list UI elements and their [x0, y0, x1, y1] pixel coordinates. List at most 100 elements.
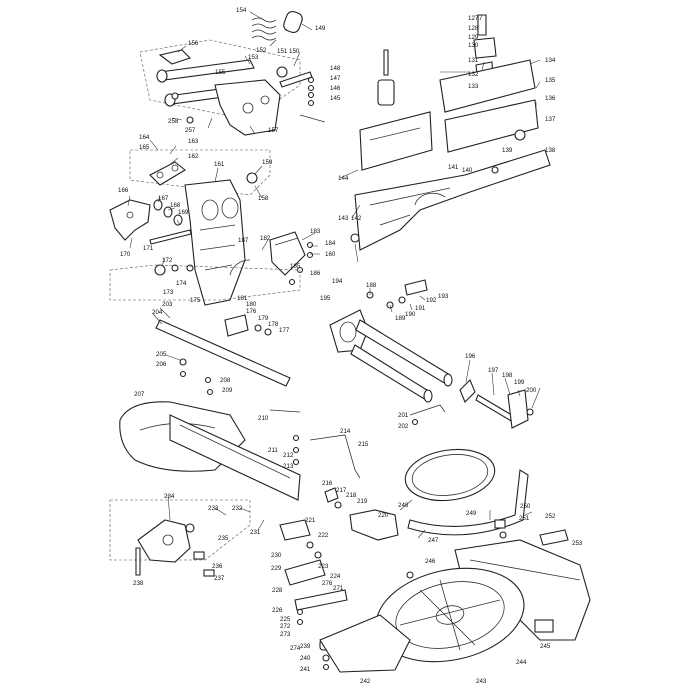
clamp-knob [473, 37, 497, 59]
callout-207: 207 [134, 391, 145, 398]
callout-216: 216 [322, 480, 333, 487]
callout-246: 246 [425, 558, 436, 565]
callout-203: 203 [162, 301, 173, 308]
callout-139: 139 [502, 147, 513, 154]
callout-193: 193 [438, 293, 449, 300]
callout-185: 185 [290, 263, 301, 270]
callout-157: 157 [268, 127, 279, 134]
callout-168: 168 [170, 202, 181, 209]
callout-214: 214 [340, 428, 351, 435]
callout-197: 197 [488, 367, 499, 374]
callout-250: 250 [520, 503, 531, 510]
base-assembly [319, 448, 591, 673]
lock-knob [349, 509, 399, 541]
callout-226: 226 [272, 607, 283, 614]
callout-251: 251 [519, 515, 530, 522]
callout-242: 242 [360, 678, 371, 685]
callout-169: 169 [178, 209, 189, 216]
callout-223: 223 [318, 563, 329, 570]
lock-bracket [137, 519, 191, 563]
slide-rail-assembly [129, 11, 326, 196]
callout-196: 196 [465, 353, 476, 360]
callout-209: 209 [222, 387, 233, 394]
callout-273: 273 [280, 631, 291, 638]
callout-222: 222 [318, 532, 329, 539]
fence-guide [444, 99, 539, 153]
handle-bracket [109, 199, 151, 241]
callout-162: 162 [188, 153, 199, 160]
callout-144: 144 [338, 175, 349, 182]
base-arm [319, 614, 411, 673]
callout-240: 240 [300, 655, 311, 662]
callout-239: 239 [300, 643, 311, 650]
callout-271: 271 [333, 585, 344, 592]
callout-150: 150 [289, 48, 300, 55]
callout-166: 166 [118, 187, 129, 194]
callout-208: 208 [220, 377, 231, 384]
callout-191: 191 [415, 305, 426, 312]
callout-188: 188 [366, 282, 377, 289]
callout-194: 194 [332, 278, 343, 285]
callout-155: 155 [215, 69, 226, 76]
slide-shaft-assembly [329, 279, 534, 429]
kerf-board [407, 469, 529, 536]
arm-assembly [109, 161, 314, 337]
callout-128: 128 [468, 25, 479, 32]
callout-137: 137 [545, 116, 556, 123]
callout-221: 221 [305, 517, 316, 524]
callout-182: 182 [260, 235, 271, 242]
callout-130: 130 [468, 42, 479, 49]
callout-174: 174 [176, 280, 187, 287]
callout-177: 177 [279, 327, 290, 334]
callout-244: 244 [516, 659, 527, 666]
callout-215: 215 [358, 441, 369, 448]
gear-case [184, 179, 246, 306]
shaft-1 [355, 319, 451, 385]
callout-153: 153 [248, 54, 259, 61]
callout-230: 230 [271, 552, 282, 559]
callout-134: 134 [545, 57, 556, 64]
callout-213: 213 [283, 463, 294, 470]
callout-200: 200 [526, 387, 537, 394]
callout-173: 173 [163, 289, 174, 296]
callout-229: 229 [271, 565, 282, 572]
plate [149, 161, 186, 186]
callout-225: 225 [280, 616, 291, 623]
callout-160: 160 [325, 251, 336, 258]
callout-252: 252 [545, 513, 556, 520]
callout-205: 205 [156, 351, 167, 358]
spring [251, 17, 277, 41]
callout-233: 233 [208, 505, 219, 512]
callout-276: 276 [322, 580, 333, 587]
callout-148: 148 [330, 65, 341, 72]
callout-154: 154 [236, 7, 247, 14]
callout-258: 258 [168, 118, 179, 125]
callout-176: 176 [246, 308, 257, 315]
callout-159: 159 [262, 159, 273, 166]
callout-141: 141 [448, 164, 459, 171]
callout-146: 146 [330, 85, 341, 92]
callout-211: 211 [268, 447, 278, 454]
callout-195: 195 [320, 295, 331, 302]
callout-140: 140 [462, 167, 473, 174]
callout-228: 228 [272, 587, 283, 594]
callout-186: 186 [310, 270, 321, 277]
lock-plate [284, 559, 326, 586]
guide-fence [354, 149, 551, 251]
callout-170: 170 [120, 251, 131, 258]
lock-assembly [109, 487, 399, 671]
callout-145: 145 [330, 95, 341, 102]
callout-234: 234 [164, 493, 175, 500]
callout-274: 274 [290, 645, 301, 652]
callout-127: 127 [468, 15, 479, 22]
guard-strip [155, 319, 291, 387]
callout-175: 175 [190, 297, 201, 304]
callout-187: 187 [238, 237, 249, 244]
callout-241: 241 [300, 666, 311, 673]
callout-179: 179 [258, 315, 269, 322]
callout-135: 135 [545, 77, 556, 84]
callout-206: 206 [156, 361, 167, 368]
fence-assembly [350, 14, 551, 251]
